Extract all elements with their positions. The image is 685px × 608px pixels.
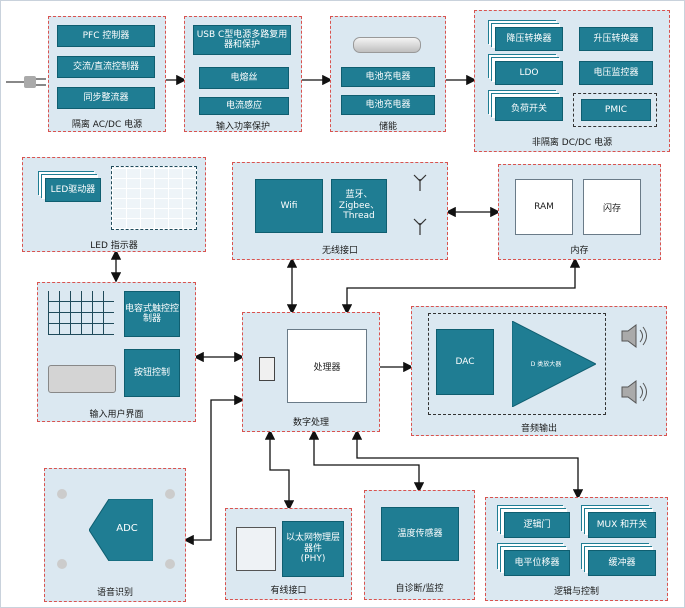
group-input-power: USB C型电源多路复用器和保护 电熔丝 电流感应 输入功率保护 bbox=[184, 16, 302, 132]
block-voltage-supervisor: 电压监控器 bbox=[579, 61, 653, 85]
block-dac: DAC bbox=[436, 329, 494, 395]
group-label: 语音识别 bbox=[96, 588, 133, 598]
led-matrix-icon bbox=[111, 166, 197, 230]
group-label: 非隔离 DC/DC 电源 bbox=[531, 138, 613, 148]
group-isolated-acdc: PFC 控制器 交流/直流控制器 同步整流器 隔离 AC/DC 电源 bbox=[48, 16, 166, 132]
block-bluetooth-zigbee-thread: 蓝牙、 Zigbee、 Thread bbox=[331, 179, 387, 233]
block-load-switch: 负荷开关 bbox=[495, 97, 563, 121]
group-wired-interface: 以太网物理层器件 (PHY) 有线接口 bbox=[225, 508, 352, 600]
block-level-shifter: 电平位移器 bbox=[504, 550, 570, 576]
group-wireless: Wifi 蓝牙、 Zigbee、 Thread 无线接口 bbox=[232, 162, 448, 260]
group-voice-recognition: ADC 语音识别 bbox=[44, 468, 186, 602]
power-plug-icon bbox=[6, 76, 46, 88]
touch-grid-icon bbox=[48, 291, 114, 335]
block-efuse: 电熔丝 bbox=[199, 67, 289, 89]
audio-dashed-frame bbox=[428, 313, 606, 415]
button-panel-icon bbox=[48, 365, 116, 393]
block-sync-rectifier: 同步整流器 bbox=[57, 87, 155, 109]
group-storage: 电池充电器 电池充电器 储能 bbox=[330, 16, 446, 132]
block-ldo: LDO bbox=[495, 61, 563, 85]
battery-icon bbox=[353, 37, 421, 53]
group-digital-processing: 处理器 数字处理 bbox=[242, 312, 380, 432]
block-boost-converter: 升压转换器 bbox=[579, 27, 653, 51]
antenna-icon bbox=[413, 218, 427, 235]
block-buck-converter: 降压转换器 bbox=[495, 27, 563, 51]
group-label: 无线接口 bbox=[321, 246, 358, 256]
group-self-diagnostics: 温度传感器 自诊断/监控 bbox=[364, 490, 475, 600]
block-processor: 处理器 bbox=[287, 329, 367, 403]
group-label: 内存 bbox=[570, 246, 589, 256]
pmic-dashed-frame bbox=[573, 93, 657, 127]
group-label: 数字处理 bbox=[292, 418, 329, 428]
block-ethernet-phy: 以太网物理层器件 (PHY) bbox=[282, 521, 344, 577]
microphone-icon bbox=[165, 559, 175, 569]
group-label: 音频输出 bbox=[520, 424, 557, 434]
group-non-isolated-dcdc: 降压转换器 升压转换器 LDO 电压监控器 负荷开关 PMIC 非隔离 DC/D… bbox=[474, 10, 670, 152]
group-input-ui: 电容式触控控制器 按钮控制 输入用户界面 bbox=[37, 282, 196, 422]
group-label: 输入功率保护 bbox=[215, 122, 270, 132]
block-led-driver: LED驱动器 bbox=[45, 178, 101, 202]
group-led-indicator: LED驱动器 LED 指示器 bbox=[22, 157, 206, 252]
block-wifi: Wifi bbox=[255, 179, 323, 233]
antenna-icon bbox=[413, 174, 427, 191]
group-logic-control: 逻辑门 MUX 和开关 电平位移器 缓冲器 逻辑与控制 bbox=[485, 497, 668, 601]
block-capacitive-touch: 电容式触控控制器 bbox=[124, 291, 180, 337]
group-label: 隔离 AC/DC 电源 bbox=[71, 120, 143, 130]
block-buffer: 缓冲器 bbox=[588, 550, 656, 576]
block-mux-switch: MUX 和开关 bbox=[588, 512, 656, 538]
block-flash: 闪存 bbox=[583, 179, 641, 235]
group-label: LED 指示器 bbox=[90, 241, 138, 251]
microphone-icon bbox=[165, 489, 175, 499]
block-usb-c-mux: USB C型电源多路复用器和保护 bbox=[193, 25, 291, 55]
block-class-d-amp: D 类放大器 bbox=[530, 361, 562, 368]
speaker-icon bbox=[621, 380, 647, 404]
block-temperature-sensor: 温度传感器 bbox=[381, 507, 459, 561]
crystal-oscillator-icon bbox=[259, 357, 275, 381]
block-adc: ADC bbox=[116, 523, 138, 534]
group-memory: RAM 闪存 内存 bbox=[498, 164, 661, 260]
group-audio-output: DAC D 类放大器 音频输出 bbox=[411, 306, 667, 436]
block-pmic: PMIC bbox=[581, 99, 651, 121]
group-label: 自诊断/监控 bbox=[395, 584, 444, 594]
amplifier-triangle-icon bbox=[512, 321, 596, 407]
block-button-control: 按钮控制 bbox=[124, 349, 180, 397]
ethernet-port-icon bbox=[236, 527, 276, 571]
block-battery-charger-2: 电池充电器 bbox=[341, 95, 435, 115]
block-current-sense: 电流感应 bbox=[199, 97, 289, 115]
block-logic-gate: 逻辑门 bbox=[504, 512, 570, 538]
block-acdc-controller: 交流/直流控制器 bbox=[57, 56, 155, 78]
microphone-icon bbox=[57, 489, 67, 499]
microphone-icon bbox=[57, 559, 67, 569]
group-label: 输入用户界面 bbox=[89, 410, 144, 420]
group-label: 逻辑与控制 bbox=[553, 587, 599, 597]
adc-chevron-icon bbox=[89, 499, 153, 561]
block-pfc-controller: PFC 控制器 bbox=[57, 25, 155, 47]
group-label: 储能 bbox=[378, 122, 397, 132]
block-battery-charger-1: 电池充电器 bbox=[341, 67, 435, 87]
block-ram: RAM bbox=[515, 179, 573, 235]
group-label: 有线接口 bbox=[270, 586, 307, 596]
speaker-icon bbox=[621, 324, 647, 348]
